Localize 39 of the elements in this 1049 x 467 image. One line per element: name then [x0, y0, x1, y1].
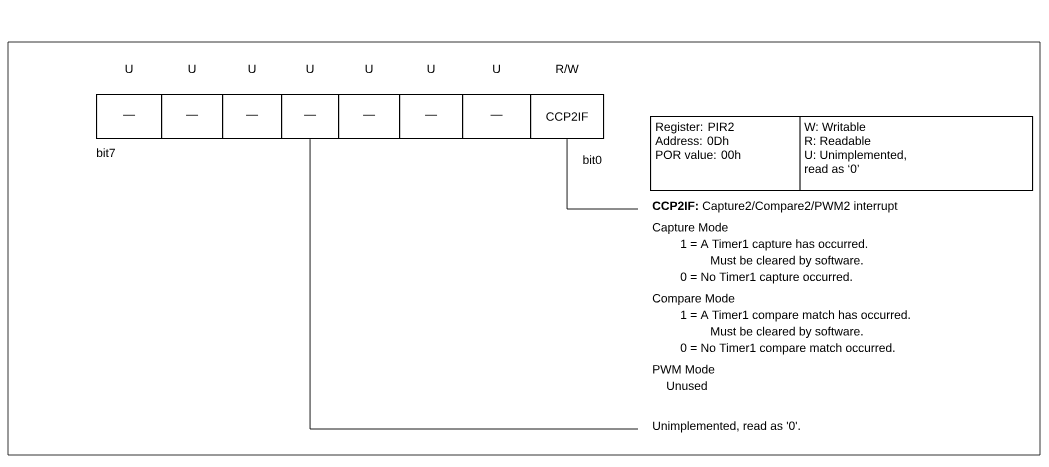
bit-cell: —: [462, 94, 532, 140]
bit-label: bit7: [96, 148, 115, 158]
bit-label: bit0: [583, 155, 602, 165]
register-info: Address: 0Dh: [655, 136, 729, 145]
description-line: Must be cleared by software.: [711, 326, 863, 338]
register-info-table: [650, 116, 1034, 192]
description-line: Must be cleared by software.: [711, 255, 863, 267]
description-line: 1 = A Timer1 compare match has occurred.: [681, 310, 910, 322]
leader-line: [566, 138, 639, 210]
access-label: U: [365, 64, 373, 74]
access-label: R/W: [556, 64, 579, 74]
bit-cell: —: [281, 94, 340, 140]
bit-cell: —: [96, 94, 163, 140]
bit-cell: —: [222, 94, 283, 140]
description-line: Compare Mode: [652, 293, 735, 305]
access-label: U: [188, 64, 196, 74]
description-line: 0 = No Timer1 capture occurred.: [680, 272, 852, 284]
access-label: U: [493, 64, 500, 74]
description-line: Capture Mode: [652, 222, 728, 234]
access-key: W: Writable: [804, 122, 866, 131]
bit-cell: —: [399, 94, 464, 140]
access-key: U: Unimplemented, read as ‘0’: [805, 150, 906, 173]
leader-line: [309, 138, 639, 430]
access-label: U: [125, 64, 133, 74]
access-label: U: [248, 64, 256, 74]
description-line: Unused: [667, 381, 707, 390]
register-info: Register: PIR2: [656, 122, 734, 134]
bit-cell: —: [161, 94, 224, 140]
register-info: POR value: 00h: [656, 150, 741, 159]
description-line: PWM Mode: [653, 364, 715, 374]
description-line: 1 = A Timer1 capture has occurred.: [681, 239, 868, 251]
description-line: 0 = No Timer1 compare match occurred.: [680, 343, 895, 355]
access-label: U: [427, 64, 435, 74]
bit-cell: —: [338, 94, 401, 140]
bit-cell: CCP2IF: [530, 94, 605, 140]
access-key: R: Readable: [805, 136, 871, 145]
description-line: CCP2IF: Capture2/Compare2/PWM2 interrupt: [652, 201, 898, 213]
description-line: Unimplemented, read as '0'.: [653, 421, 800, 433]
access-label: U: [306, 64, 314, 74]
